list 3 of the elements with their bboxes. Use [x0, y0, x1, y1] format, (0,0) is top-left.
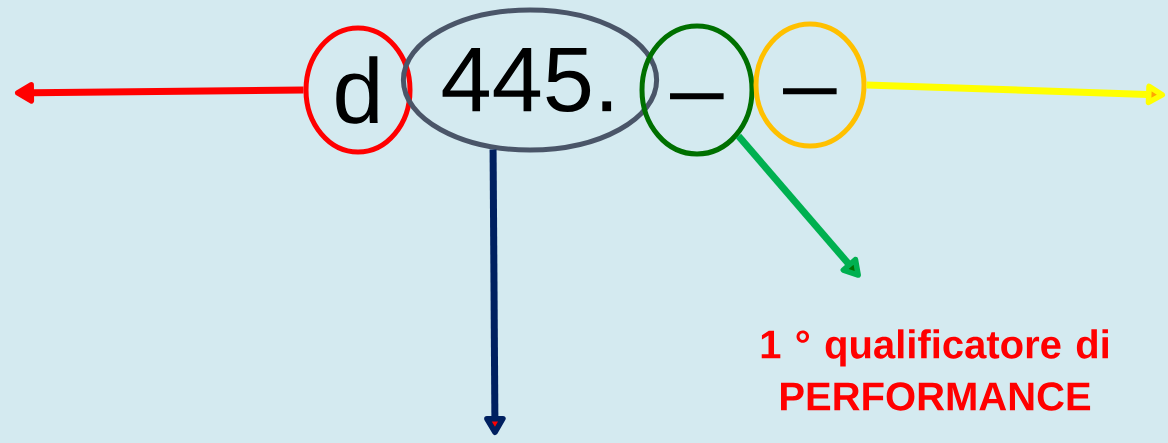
caption-text: 1 ° qualificatore di PERFORMANCE — [761, 329, 1108, 411]
arrow — [866, 81, 1165, 106]
arrow — [735, 133, 861, 278]
